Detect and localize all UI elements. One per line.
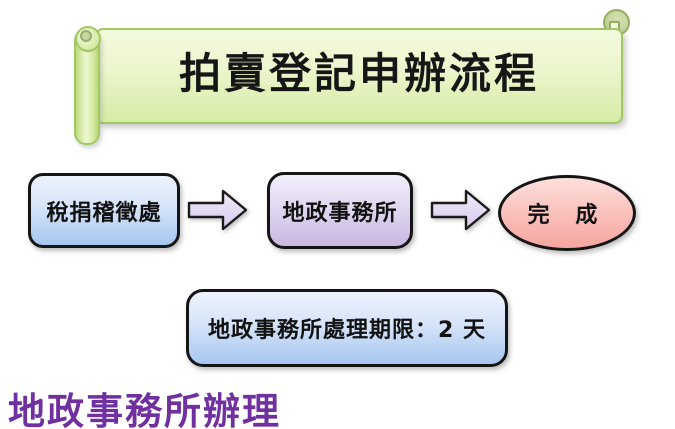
handled-by-note: 地政事務所辦理 [8, 390, 281, 429]
processing-period-box: 地政事務所處理期限：2 天 [186, 289, 508, 367]
flow-node-complete-label: 完 成 [527, 203, 607, 228]
title-banner-body: 拍賣登記申辦流程 [95, 28, 623, 124]
flow-node-land-office-label: 地政事務所 [282, 200, 398, 226]
flow-node-tax-office: 稅捐稽徵處 [28, 173, 180, 248]
flow-node-complete: 完 成 [498, 175, 636, 251]
scroll-left-curl-icon [75, 26, 101, 52]
flow-node-tax-office-label: 稅捐稽徵處 [46, 200, 162, 226]
page-title: 拍賣登記申辦流程 [178, 48, 539, 98]
flow-right-arrow-icon-1 [187, 189, 248, 231]
flow-node-land-office: 地政事務所 [267, 172, 413, 249]
flow-right-arrow-icon-2 [430, 189, 491, 231]
processing-period-label: 地政事務所處理期限：2 天 [208, 318, 486, 343]
scroll-curl-dot [80, 30, 92, 42]
